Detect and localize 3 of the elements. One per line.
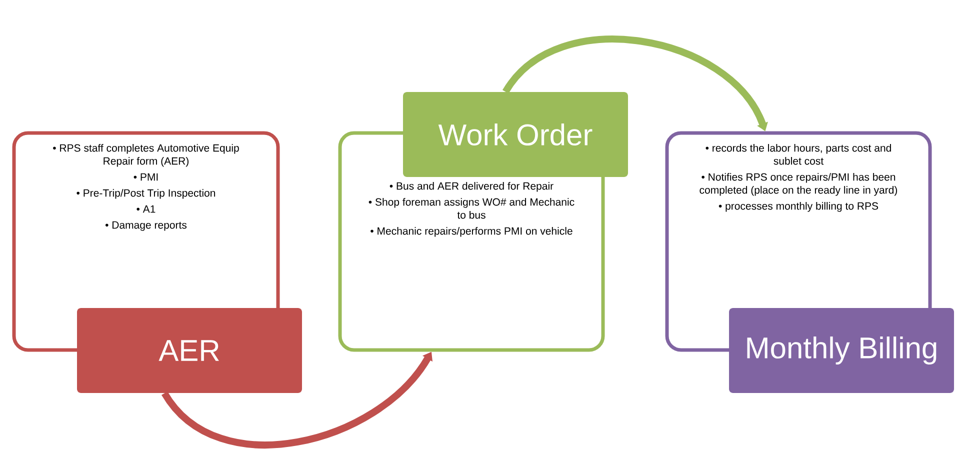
title-box: Work Order	[403, 92, 628, 177]
title-box: Monthly Billing	[729, 308, 954, 393]
title-box: AER	[77, 308, 302, 393]
